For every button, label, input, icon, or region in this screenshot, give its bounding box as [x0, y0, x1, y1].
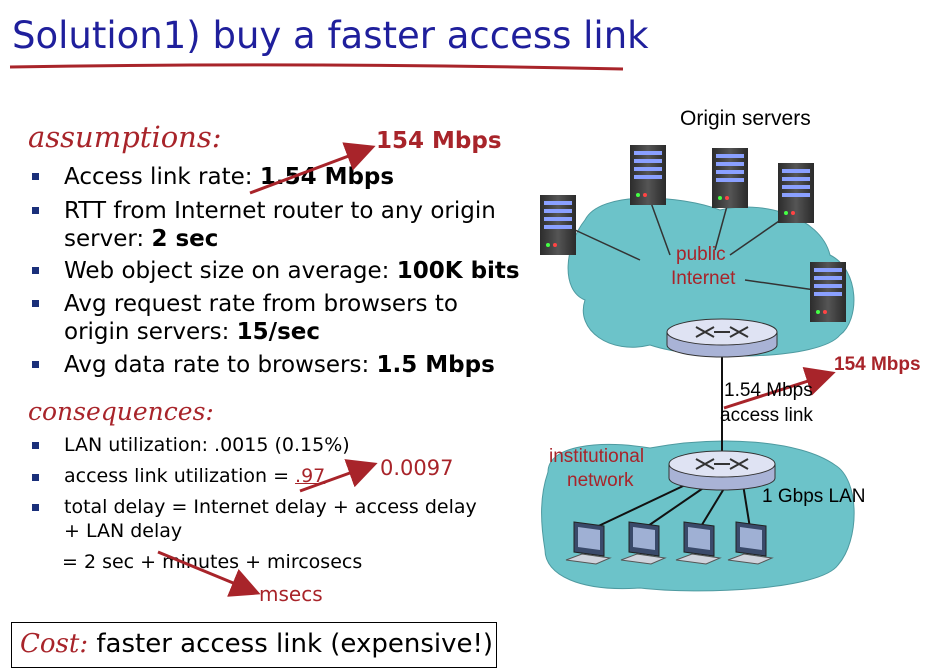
assumption-data-rate: Avg data rate to browsers: 1.5 Mbps	[64, 352, 495, 378]
page-title: Solution1) buy a faster access link	[12, 14, 649, 57]
bullet	[32, 207, 39, 214]
consequences-heading: consequences:	[28, 397, 214, 426]
server-icon	[778, 163, 814, 223]
strike-arrow-diagram-access	[723, 367, 836, 410]
institutional-network-label-2: network	[567, 470, 634, 491]
assumptions-heading: assumptions:	[28, 120, 222, 154]
bullet	[32, 504, 39, 511]
strike-arrow-access-rate	[249, 142, 376, 195]
total-delay-line1: total delay = Internet delay + access de…	[64, 496, 477, 518]
assumption-request-rate-line2: origin servers: 15/sec	[64, 319, 320, 345]
assumption-rtt-line2: server: 2 sec	[64, 226, 219, 252]
public-internet-cloud	[567, 197, 855, 357]
public-internet-label-2: Internet	[671, 268, 736, 289]
computer-icon	[675, 521, 722, 565]
strike-arrow-delay	[157, 550, 261, 597]
lan-utilization: LAN utilization: .0015 (0.15%)	[64, 434, 350, 456]
server-icon	[540, 195, 576, 255]
internet-router-icon	[666, 318, 778, 358]
public-internet-label-1: public	[676, 244, 726, 265]
assumption-access-link-rate: Access link rate: 1.54 Mbps	[64, 164, 395, 190]
server-icon	[630, 145, 666, 205]
access-util-new: 0.0097	[380, 456, 454, 480]
bullet	[32, 474, 39, 481]
delay-struck: minutes	[162, 551, 240, 573]
strike-arrow-access-util	[299, 459, 378, 493]
access-rate-upgrade-label: 154 Mbps	[376, 128, 502, 154]
total-delay-line3: = 2 sec + minutes + mircosecs	[62, 551, 363, 573]
server-icon	[810, 262, 846, 322]
computer-icon	[565, 521, 612, 565]
computer-icon	[727, 521, 774, 565]
bullet	[32, 173, 39, 180]
assumption-rtt-line1: RTT from Internet router to any origin	[64, 198, 496, 224]
origin-servers-label: Origin servers	[680, 107, 811, 130]
bullet	[32, 267, 39, 274]
access-util-old: .97	[295, 465, 326, 487]
access-link-label: access link	[720, 405, 813, 426]
assumption-object-size: Web object size on average: 100K bits	[64, 258, 520, 284]
access-link-utilization: access link utilization = .97	[64, 465, 326, 487]
institutional-network-cloud	[541, 440, 855, 592]
computer-icon	[620, 521, 667, 565]
bullet	[32, 300, 39, 307]
total-delay-line2: + LAN delay	[64, 520, 183, 542]
assumption-request-rate-line1: Avg request rate from browsers to	[64, 291, 458, 317]
lan-speed-label: 1 Gbps LAN	[762, 486, 866, 507]
access-link-upgrade-label: 154 Mbps	[834, 354, 921, 375]
cost-box	[11, 622, 497, 668]
cost-text: Cost: faster access link (expensive!)	[20, 629, 494, 659]
title-underline	[9, 63, 624, 71]
server-icon	[712, 148, 748, 208]
institutional-router-icon	[668, 450, 776, 491]
bullet	[32, 361, 39, 368]
bullet	[32, 442, 39, 449]
access-link-rate-label: 1.54 Mbps	[724, 380, 813, 401]
institutional-network-label-1: institutional	[549, 446, 645, 467]
delay-new: msecs	[259, 582, 323, 606]
